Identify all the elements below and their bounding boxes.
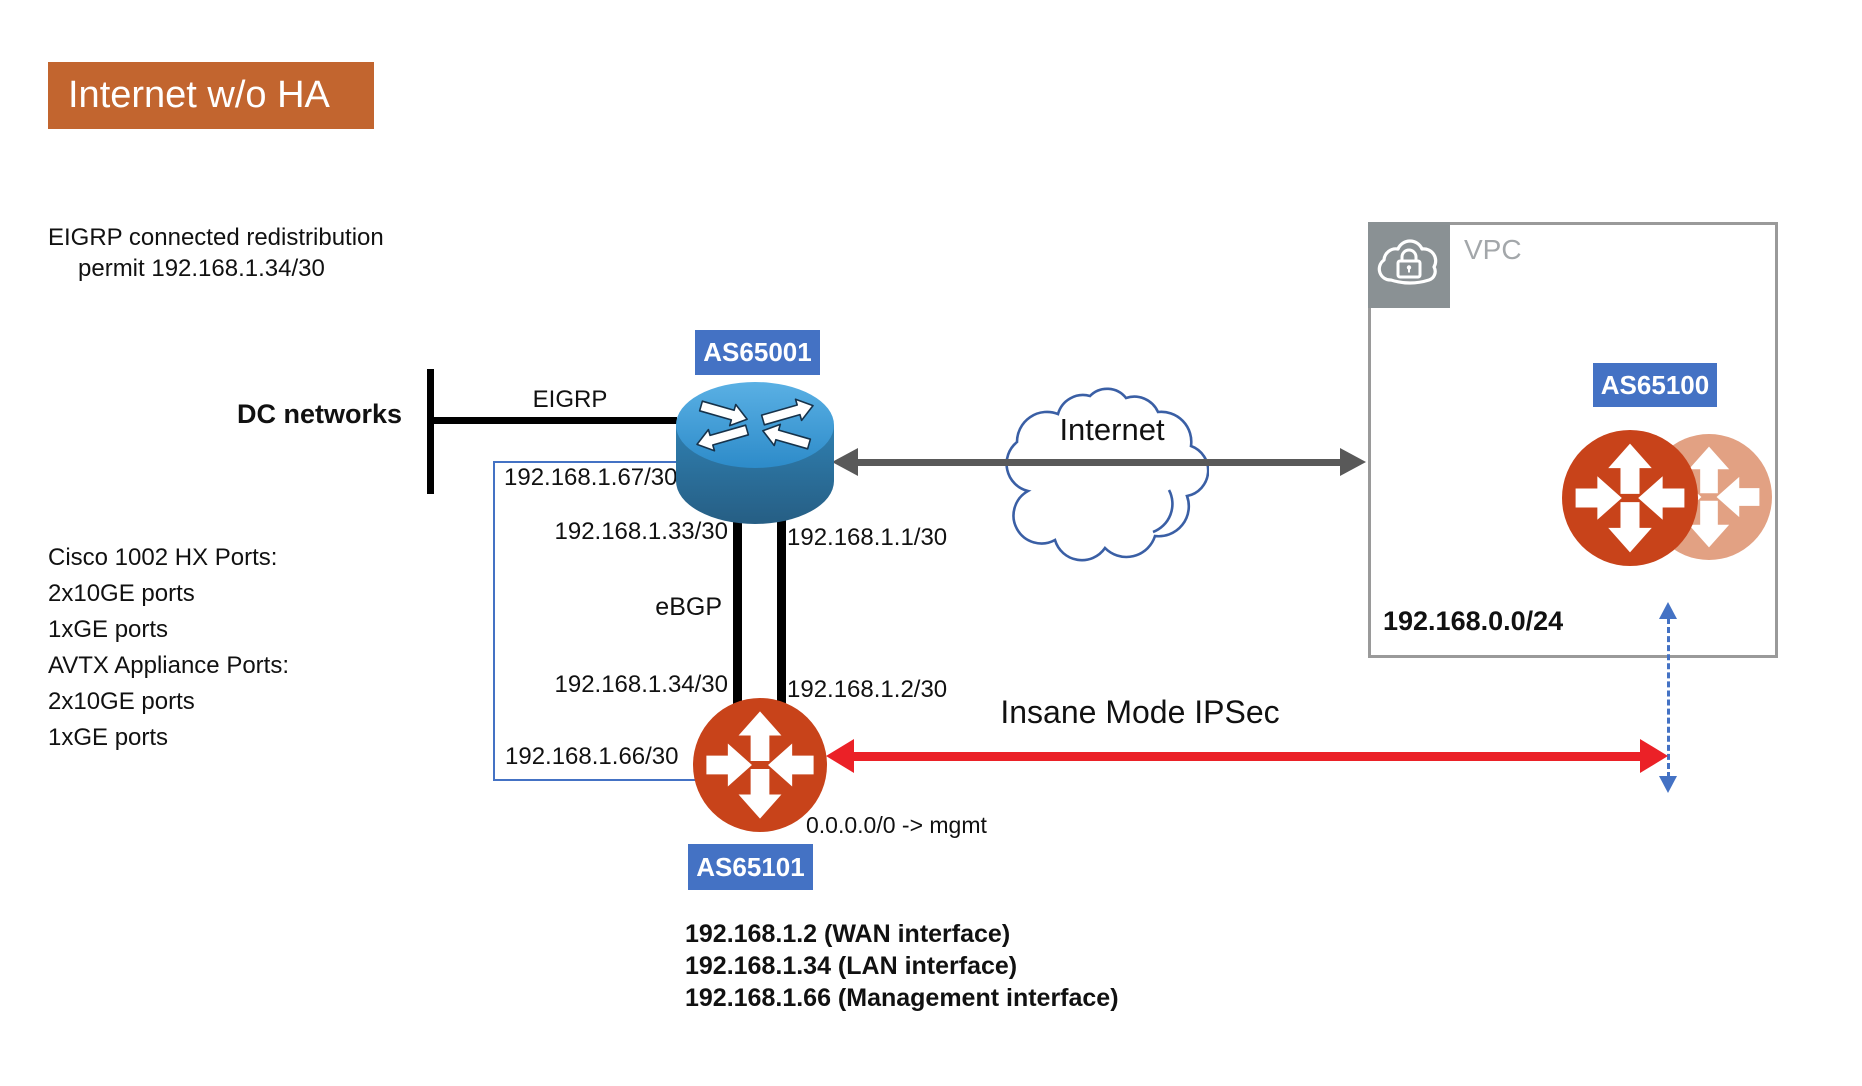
vpc-label: VPC bbox=[1464, 234, 1522, 265]
mgmt-route-label: 0.0.0.0/0 -> mgmt bbox=[806, 812, 987, 838]
ip-label-lan-gw: 192.168.1.34/30 bbox=[554, 671, 729, 698]
vpc-gateway-dashed-link bbox=[1667, 618, 1670, 778]
ebgp-link-label: eBGP bbox=[655, 593, 722, 621]
ports-note-line4: AVTX Appliance Ports: bbox=[48, 652, 290, 679]
ipsec-arrowhead-right bbox=[1640, 739, 1668, 773]
dashed-arrowhead-up bbox=[1659, 602, 1677, 619]
cisco-router-icon bbox=[676, 382, 834, 524]
ebgp-link-line-left bbox=[733, 518, 742, 714]
internet-cloud-icon bbox=[1005, 387, 1209, 562]
internet-link-arrowhead-right bbox=[1340, 448, 1366, 476]
eigrp-note-line1: EIGRP connected redistribution bbox=[48, 224, 384, 251]
ipsec-arrowhead-left bbox=[826, 739, 854, 773]
eigrp-note-line2: permit 192.168.1.34/30 bbox=[78, 255, 325, 282]
ports-note-line1: Cisco 1002 HX Ports: bbox=[48, 544, 278, 571]
vpc-icon-tile bbox=[1368, 222, 1450, 308]
internet-label: Internet bbox=[1059, 412, 1165, 447]
ip-label-wan-dc: 192.168.1.1/30 bbox=[787, 524, 948, 551]
interface-lan: 192.168.1.34 (LAN interface) bbox=[685, 952, 1018, 980]
eigrp-link-label: EIGRP bbox=[532, 386, 608, 413]
interface-wan: 192.168.1.2 (WAN interface) bbox=[685, 920, 1011, 948]
ebgp-link-line-right bbox=[777, 518, 786, 714]
dc-networks-label: DC networks bbox=[236, 399, 402, 429]
ports-note-line6: 1xGE ports bbox=[48, 724, 169, 751]
ipsec-label: Insane Mode IPSec bbox=[1000, 694, 1280, 730]
ports-note-line5: 2x10GE ports bbox=[48, 688, 195, 715]
ports-note-line2: 2x10GE ports bbox=[48, 580, 195, 607]
title-banner: Internet w/o HA bbox=[48, 62, 374, 129]
appliance-interface-list: 192.168.1.2 (WAN interface) 192.168.1.34… bbox=[685, 918, 1119, 1014]
asn-badge-appliance: AS65101 bbox=[688, 844, 813, 890]
vpc-gateway-icon bbox=[1562, 430, 1698, 566]
ip-label-wan-gw: 192.168.1.2/30 bbox=[787, 676, 948, 703]
eigrp-redistribution-note: EIGRP connected redistribution permit 19… bbox=[48, 222, 384, 284]
vpc-cloud-lock-icon bbox=[1377, 239, 1438, 285]
ports-note-line3: 1xGE ports bbox=[48, 616, 169, 643]
ipsec-link-line bbox=[852, 752, 1644, 761]
title-text: Internet w/o HA bbox=[68, 74, 330, 116]
dashed-arrowhead-down bbox=[1659, 776, 1677, 793]
internet-link-arrowhead-left bbox=[832, 448, 858, 476]
ports-note: Cisco 1002 HX Ports: 2x10GE ports 1xGE p… bbox=[48, 540, 289, 756]
ip-label-lan-dc: 192.168.1.33/30 bbox=[554, 518, 729, 545]
internet-link-line bbox=[856, 459, 1348, 466]
interface-mgmt: 192.168.1.66 (Management interface) bbox=[685, 984, 1119, 1012]
ip-label-mgmt-gw: 192.168.1.66/30 bbox=[505, 743, 679, 770]
asn-badge-vpc-gateway: AS65100 bbox=[1593, 363, 1717, 407]
eigrp-link-line bbox=[434, 417, 677, 424]
asn-badge-dc-router: AS65001 bbox=[695, 330, 820, 375]
dc-networks-bar bbox=[427, 369, 434, 494]
ip-label-mgmt-dc: 192.168.1.67/30 bbox=[504, 464, 678, 491]
vpc-cidr-label: 192.168.0.0/24 bbox=[1383, 606, 1564, 636]
